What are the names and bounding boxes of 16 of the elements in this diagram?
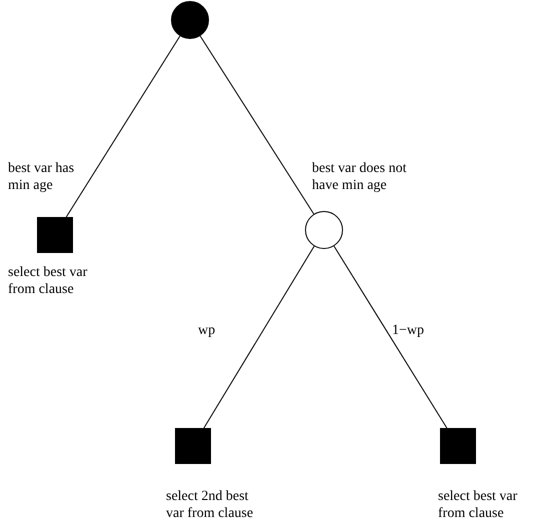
connector-line (334, 246, 448, 428)
node-caption: select best var from clause (8, 264, 88, 298)
square-node (37, 217, 73, 253)
node-caption: select best var from clause (438, 488, 518, 522)
edge-label: wp (198, 322, 216, 339)
edge-label: best var has min age (8, 160, 76, 194)
circle-node (305, 211, 343, 249)
edge-label: 1−wp (392, 322, 426, 339)
square-node (175, 428, 211, 464)
circle-node (171, 1, 209, 39)
connector-line (200, 36, 314, 214)
edge-label: best var does not have min age (312, 160, 408, 194)
connector-line (203, 246, 315, 428)
connector-line (66, 36, 180, 218)
node-caption: select 2nd best var from clause (166, 488, 254, 522)
square-node (440, 428, 476, 464)
